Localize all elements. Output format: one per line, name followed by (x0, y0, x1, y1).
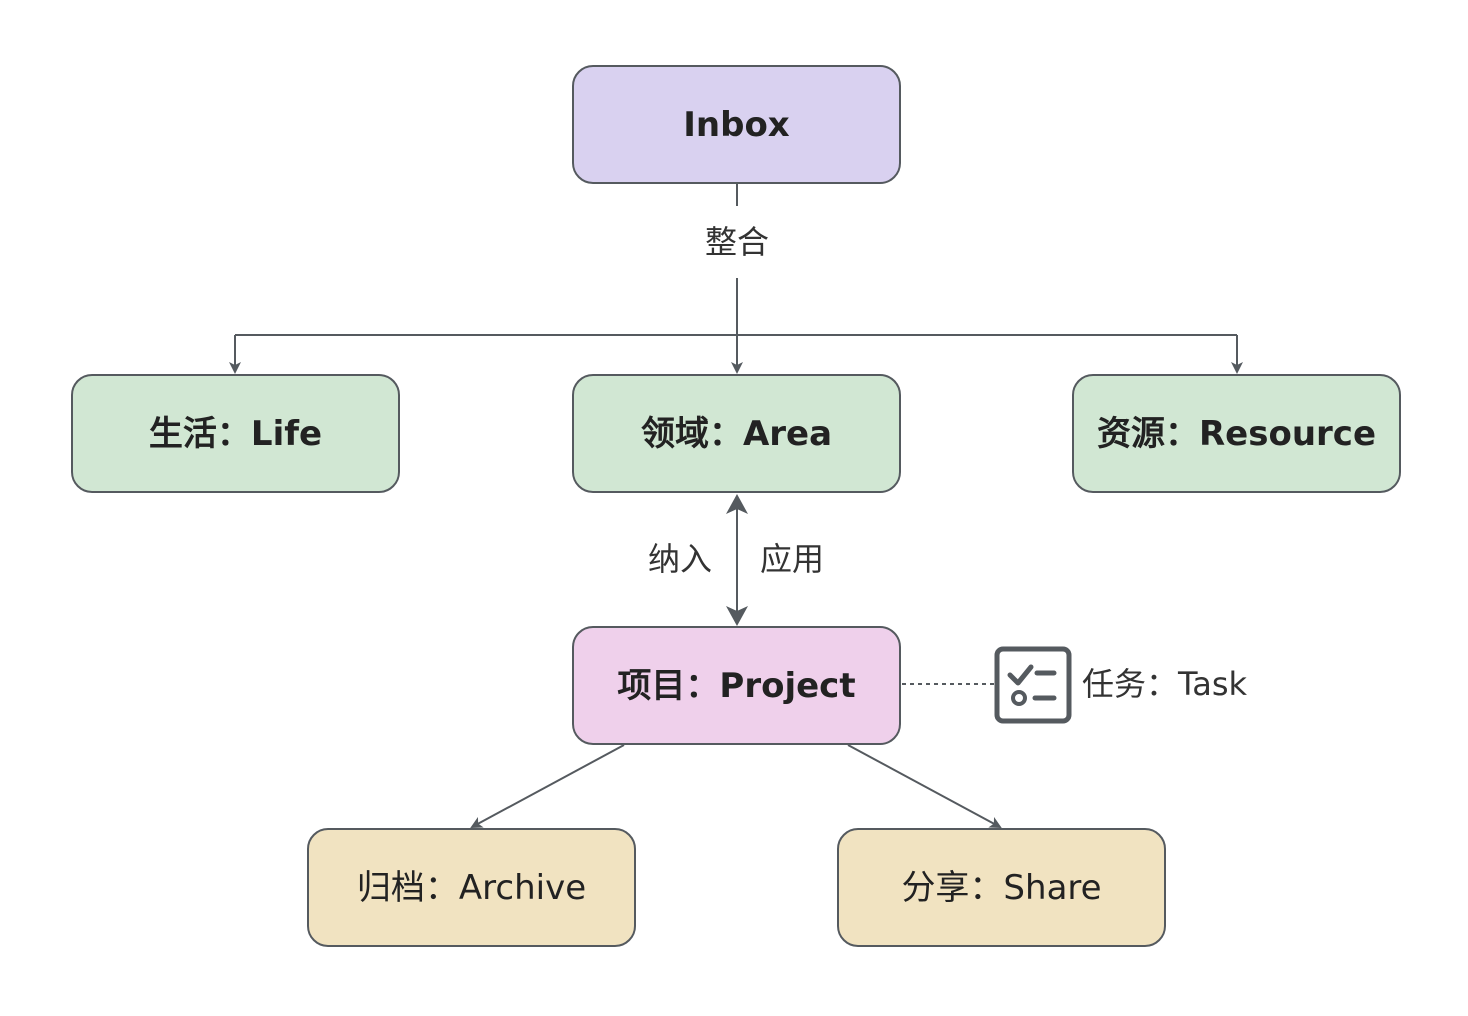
task-label: 任务：Task (1082, 665, 1248, 703)
node-area[interactable]: 领域：Area (572, 374, 901, 493)
node-archive-label: 归档：Archive (357, 868, 586, 908)
node-life-label: 生活：Life (149, 414, 322, 454)
task-checklist-icon (994, 646, 1072, 724)
node-inbox[interactable]: Inbox (572, 65, 901, 184)
node-area-label: 领域：Area (641, 414, 832, 454)
node-project-label: 项目：Project (617, 666, 855, 706)
node-inbox-label: Inbox (683, 105, 790, 145)
node-resource[interactable]: 资源：Resource (1072, 374, 1401, 493)
edge-project-to-share (847, 744, 1002, 828)
edge-project-to-archive (470, 744, 625, 828)
node-resource-label: 资源：Resource (1097, 414, 1376, 454)
node-life[interactable]: 生活：Life (71, 374, 400, 493)
edge-label-integrate: 整合 (705, 223, 769, 261)
node-share-label: 分享：Share (901, 868, 1101, 908)
node-project[interactable]: 项目：Project (572, 626, 901, 745)
edge-label-include: 纳入 (648, 540, 712, 578)
edge-label-apply: 应用 (760, 540, 824, 578)
node-share[interactable]: 分享：Share (837, 828, 1166, 947)
node-archive[interactable]: 归档：Archive (307, 828, 636, 947)
